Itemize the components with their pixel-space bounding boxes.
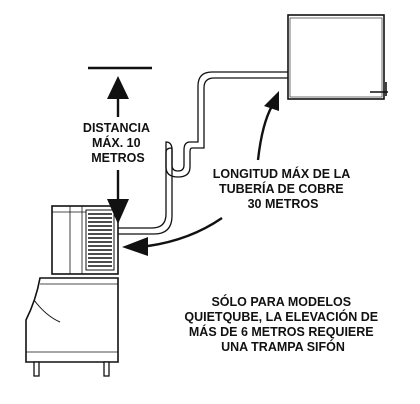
quietqube-line-4: UNA TRAMPA SIFÓN	[221, 339, 345, 354]
distance-line-1: DISTANCIA	[83, 121, 150, 135]
copper-line-set	[116, 71, 288, 235]
arrow-to-condenser	[256, 91, 279, 161]
quietqube-line-2: QUIETQUBE, LA ELEVACIÓN DE	[184, 309, 378, 324]
pipe-length-line-1: LONGITUD MÁX DE LA	[213, 166, 350, 181]
quietqube-note: SÓLO PARA MODELOS QUIETQUBE, LA ELEVACIÓ…	[184, 294, 381, 354]
pipe-length-line-2: TUBERÍA DE COBRE	[219, 181, 344, 196]
distance-label: DISTANCIA MÁX. 10 METROS	[83, 121, 153, 165]
quietqube-line-3: MÁS DE 6 METROS REQUIERE	[189, 324, 374, 339]
max-elevation-marker	[88, 66, 152, 224]
vent-grille	[88, 213, 112, 267]
distance-line-2: MÁX. 10	[92, 135, 141, 150]
ice-machine-head	[51, 205, 119, 275]
distance-line-3: METROS	[91, 151, 144, 165]
pipe-length-label: LONGITUD MÁX DE LA TUBERÍA DE COBRE 30 M…	[213, 166, 354, 211]
arrow-to-ice-machine	[122, 217, 223, 256]
remote-condenser	[287, 14, 388, 100]
quietqube-line-1: SÓLO PARA MODELOS	[211, 294, 351, 309]
ice-storage-bin	[25, 277, 119, 377]
pipe-length-line-3: 30 METROS	[248, 197, 319, 211]
